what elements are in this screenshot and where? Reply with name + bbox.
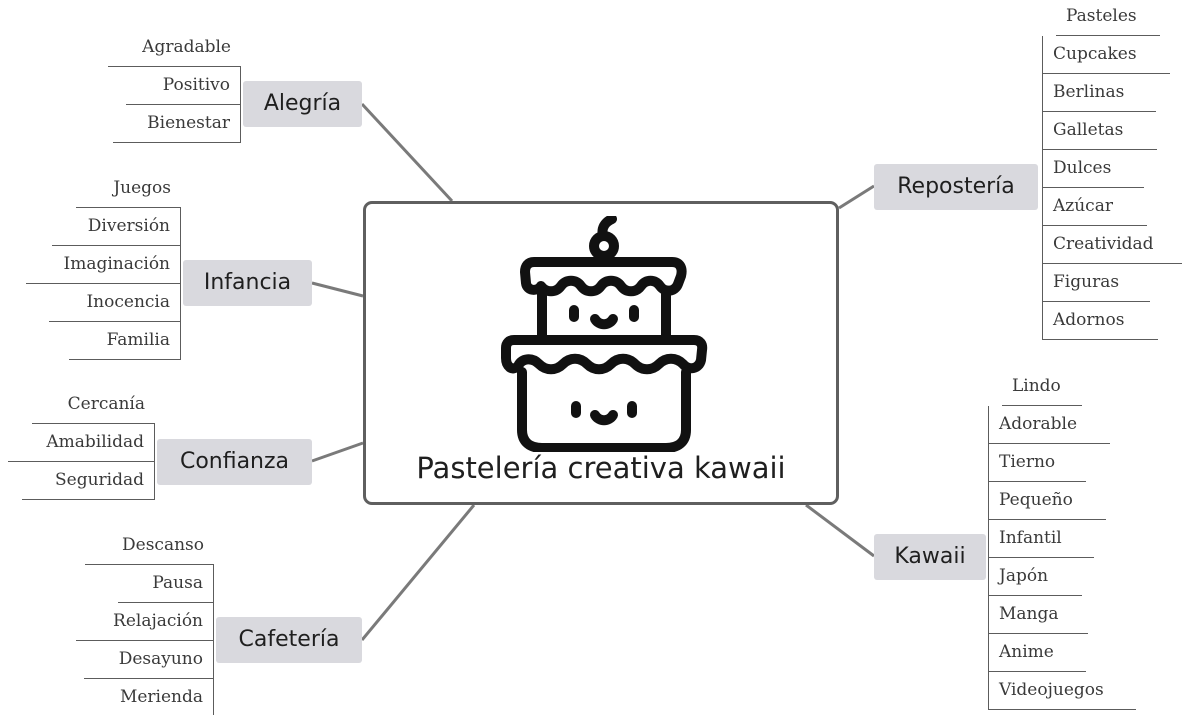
- leaf-pequeno[interactable]: Pequeño: [988, 482, 1106, 520]
- leaf-familia[interactable]: Familia: [69, 322, 181, 360]
- connector-infancia: [311, 281, 364, 298]
- leaf-desayuno[interactable]: Desayuno: [84, 641, 214, 679]
- kawaii-cake-icon: [501, 216, 708, 452]
- leaf-manga[interactable]: Manga: [988, 596, 1088, 634]
- leaf-infantil[interactable]: Infantil: [988, 520, 1094, 558]
- leaf-creatividad[interactable]: Creatividad: [1042, 226, 1182, 264]
- leaf-bienestar[interactable]: Bienestar: [113, 105, 241, 143]
- leaf-descanso[interactable]: Descanso: [85, 527, 214, 565]
- leaf-azucar[interactable]: Azúcar: [1042, 188, 1147, 226]
- branch-reposteria[interactable]: Repostería: [874, 164, 1038, 210]
- leaf-lindo[interactable]: Lindo: [1002, 368, 1082, 406]
- branch-kawaii[interactable]: Kawaii: [874, 534, 986, 580]
- leaf-juegos[interactable]: Juegos: [76, 170, 181, 208]
- leaf-cercania[interactable]: Cercanía: [32, 386, 155, 424]
- leaf-amabilidad[interactable]: Amabilidad: [8, 424, 155, 462]
- branch-infancia[interactable]: Infancia: [183, 260, 312, 306]
- leaf-imaginacion[interactable]: Imaginación: [26, 246, 181, 284]
- leaf-galletas[interactable]: Galletas: [1042, 112, 1157, 150]
- connector-alegria: [360, 102, 454, 203]
- leaf-anime[interactable]: Anime: [988, 634, 1086, 672]
- central-topic[interactable]: Pastelería creativa kawaii: [363, 201, 839, 505]
- leaf-positivo[interactable]: Positivo: [126, 67, 241, 105]
- connector-reposteria: [838, 184, 875, 210]
- leaf-adorable[interactable]: Adorable: [988, 406, 1110, 444]
- central-topic-title: Pastelería creativa kawaii: [416, 451, 786, 485]
- leaf-cupcakes[interactable]: Cupcakes: [1042, 36, 1170, 74]
- leaf-merienda[interactable]: Merienda: [86, 679, 214, 715]
- leaf-japon[interactable]: Japón: [988, 558, 1082, 596]
- branch-alegria[interactable]: Alegría: [243, 81, 362, 127]
- leaf-seguridad[interactable]: Seguridad: [22, 462, 155, 500]
- leaf-diversion[interactable]: Diversión: [52, 208, 181, 246]
- leaf-agradable[interactable]: Agradable: [108, 29, 241, 67]
- leaf-berlinas[interactable]: Berlinas: [1042, 74, 1156, 112]
- leaf-adornos[interactable]: Adornos: [1042, 302, 1158, 340]
- leaf-pausa[interactable]: Pausa: [118, 565, 214, 603]
- connector-cafeteria: [360, 504, 476, 641]
- leaf-videojuegos[interactable]: Videojuegos: [988, 672, 1136, 710]
- leaf-pasteles[interactable]: Pasteles: [1056, 0, 1160, 36]
- connector-kawaii: [805, 503, 875, 558]
- branch-confianza[interactable]: Confianza: [157, 439, 312, 485]
- branch-cafeteria[interactable]: Cafetería: [216, 617, 362, 663]
- leaf-figuras[interactable]: Figuras: [1042, 264, 1150, 302]
- leaf-relajacion[interactable]: Relajación: [76, 603, 214, 641]
- connector-confianza: [311, 441, 364, 463]
- leaf-inocencia[interactable]: Inocencia: [49, 284, 181, 322]
- leaf-tierno[interactable]: Tierno: [988, 444, 1086, 482]
- leaf-dulces[interactable]: Dulces: [1042, 150, 1144, 188]
